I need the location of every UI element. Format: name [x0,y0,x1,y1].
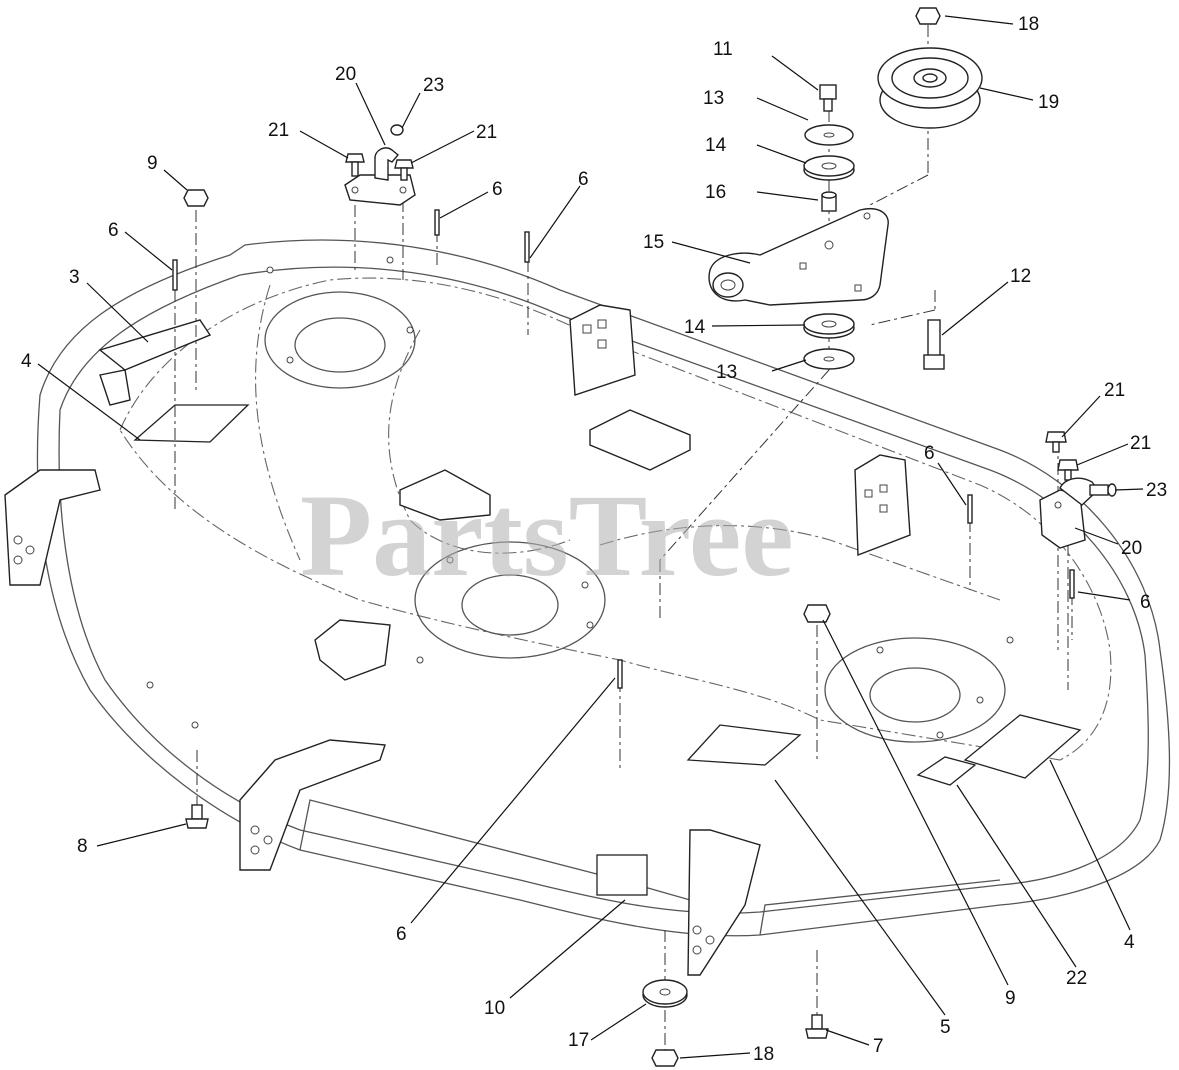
callout-14: 14 [684,317,706,338]
bolt-8 [185,804,209,829]
decal-5 [686,724,802,766]
callout-4: 4 [21,351,32,372]
decals [133,404,1082,896]
callout-12: 12 [1010,266,1031,287]
callout-10: 10 [484,998,505,1019]
callout-6: 6 [396,924,407,945]
hardware [172,7,1117,1067]
callout-6: 6 [924,443,935,464]
pin-6-d [967,494,973,524]
callout-7: 7 [873,1036,884,1057]
pin-6-f [617,659,623,689]
bolt-21-left-b [394,159,414,181]
callout-9: 9 [1005,988,1016,1009]
callout-8: 8 [77,836,88,857]
bolt-21-right-a [1045,431,1067,453]
callout-20: 20 [1121,538,1142,559]
idler-arm-15 [708,208,889,306]
callout-22: 22 [1066,968,1087,989]
callout-13: 13 [703,88,724,109]
callout-6: 6 [1140,592,1151,613]
decal-10 [596,854,648,896]
nut-18-top [915,7,941,25]
callout-18: 18 [753,1044,774,1065]
bolt-7 [805,1014,829,1039]
grease-fitting-20-left [344,147,416,206]
callout-23: 23 [1146,480,1167,501]
callout-6: 6 [492,179,503,200]
callout-6: 6 [578,169,589,190]
callout-21: 21 [1104,380,1125,401]
callout-23: 23 [423,75,444,96]
callout-9: 9 [147,153,158,174]
callout-21: 21 [476,122,497,143]
callout-13: 13 [716,362,737,383]
decal-22 [916,756,977,786]
decal-4-left [133,404,250,443]
callout-17: 17 [568,1030,589,1051]
spacer-16 [821,191,837,212]
callout-18: 18 [1018,14,1039,35]
watermark-text: PartsTree [300,470,794,601]
callout-labels: 11 13 14 16 15 14 13 18 19 12 20 23 21 2… [21,14,1167,1065]
ring-23-left [390,124,404,136]
grease-fitting-20-right [1039,477,1109,549]
callout-3: 3 [69,267,80,288]
callout-6: 6 [108,220,119,241]
bolt-21-left-a [345,153,365,177]
pin-6-c [524,231,530,263]
idler-pulley-19 [877,47,983,129]
bolt-11 [819,84,837,112]
callout-20: 20 [335,64,356,85]
nut-18-bottom [651,1049,679,1067]
callout-15: 15 [643,232,664,253]
callout-21: 21 [1130,433,1151,454]
pin-6-a [172,259,178,291]
callout-21: 21 [268,120,289,141]
nut-9-left [183,189,209,207]
decal-4-right [963,714,1082,779]
callout-19: 19 [1038,92,1059,113]
nut-9-right [803,604,831,623]
callout-14: 14 [705,135,727,156]
callout-16: 16 [705,182,726,203]
bolt-12 [923,319,945,370]
mower-deck-shell [4,239,1171,976]
pin-6-b [434,209,440,236]
leader-lines [37,15,1144,1059]
callout-11: 11 [713,39,733,60]
ring-23-right [1107,483,1117,497]
bolt-21-right-b [1057,459,1079,481]
pin-6-e [1069,569,1075,599]
callout-4: 4 [1124,932,1135,953]
callout-5: 5 [940,1017,951,1038]
